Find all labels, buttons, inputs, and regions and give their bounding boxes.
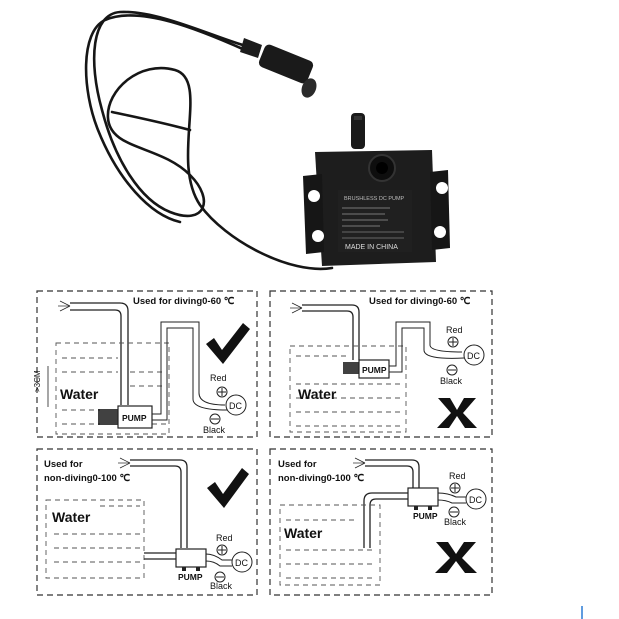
minus-icon [446,364,458,376]
panel-3-caption-line2: non-diving0-100 ℃ [44,473,130,484]
pump-body: BRUSHLESS DC PUMP MADE IN CHINA [303,113,450,266]
plus-icon [216,386,228,398]
cross-mark-icon [437,398,477,428]
panel-1-caption: Used for diving0-60 ℃ [133,296,235,307]
water-level-dashes [54,505,140,563]
power-cord [84,10,334,271]
water-level-dashes [286,519,376,579]
panel-2-caption: Used for diving0-60 ℃ [369,296,471,307]
plus-icon [449,482,461,494]
minus-icon [448,506,460,518]
diagram-panel-2: Used for diving0-60 ℃ PUMP Water DC Red [269,290,493,438]
panel-3-caption-line1: Used for [44,459,83,470]
dc-label: DC [469,495,482,505]
dc-label: DC [467,351,480,361]
water-label: Water [60,386,99,402]
pump-label: PUMP [122,413,147,423]
depth-label: >3CM [33,370,42,392]
pump-label: PUMP [362,365,387,375]
water-label: Water [52,509,91,525]
minus-icon [214,571,226,583]
dc-barrel-connector [240,38,317,98]
check-mark-icon [207,468,249,508]
water-level-dashes [62,357,168,425]
water-spray-icon [58,300,71,312]
red-label: Red [449,471,466,481]
water-label: Water [284,525,323,541]
water-level-dashes [296,355,400,427]
pump-label-line1: BRUSHLESS DC PUMP [344,196,405,202]
pump-label: PUMP [413,511,438,521]
red-label: Red [216,533,233,543]
water-spray-icon [353,457,366,469]
water-spray-icon [290,302,303,314]
panel-4-caption-line1: Used for [278,459,317,470]
water-label: Water [298,386,337,402]
cross-mark-icon [435,542,477,573]
dc-label: DC [235,558,248,568]
red-label: Red [446,325,463,335]
pump-label-made-in: MADE IN CHINA [345,244,398,251]
panel-4-caption-line2: non-diving0-100 ℃ [278,473,364,484]
water-spray-icon [118,457,131,469]
diagram-panel-3: Used for non-diving0-100 ℃ Water PUMP DC… [36,448,258,596]
black-label: Black [444,517,467,527]
plus-icon [447,336,459,348]
black-label: Black [440,376,463,386]
minus-icon [209,413,221,425]
black-label: Black [203,425,226,435]
pump-label: PUMP [178,572,203,582]
check-mark-icon [206,323,250,364]
diagram-panel-4: Used for non-diving0-100 ℃ PUMP Water DC… [269,448,493,596]
dc-label: DC [229,401,242,411]
black-label: Black [210,581,233,591]
red-label: Red [210,373,227,383]
diagram-panel-1: Used for diving0-60 ℃ Water >3CM PUMP DC… [33,290,258,438]
plus-icon [216,544,228,556]
